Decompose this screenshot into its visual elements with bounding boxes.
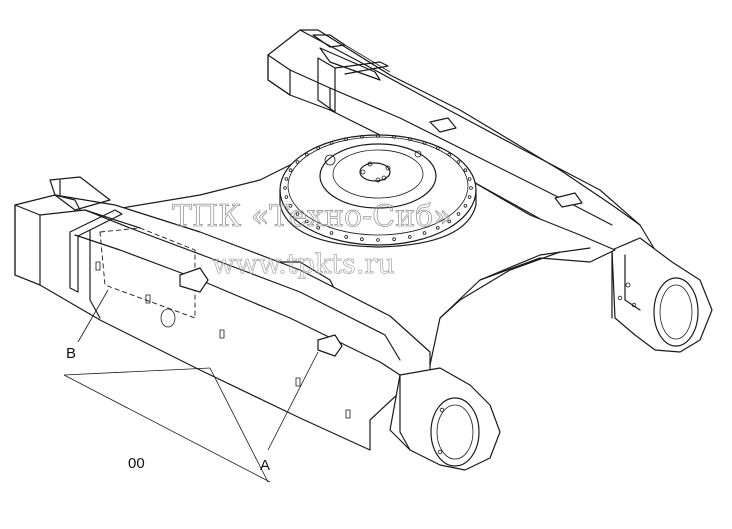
bolt-hole	[447, 219, 452, 224]
watermark-url: www.tpkts.ru	[212, 249, 395, 280]
bolt-hole	[288, 204, 293, 208]
bolt-hole	[284, 177, 289, 181]
bolt-hole	[407, 137, 412, 141]
bolt-hole	[376, 134, 380, 138]
callout-label-a: A	[260, 457, 270, 474]
bolt-hole	[344, 137, 349, 141]
bolt-hole	[447, 152, 452, 157]
bolt-hole	[344, 235, 349, 239]
bolt-hole	[456, 212, 461, 216]
upper-track-frame	[267, 29, 713, 353]
bolt-hole	[376, 238, 380, 242]
bolt-hole	[435, 226, 440, 230]
bolt-hole	[283, 186, 287, 190]
bolt-hole	[295, 212, 300, 216]
bolt-hole	[288, 168, 293, 173]
bolt-hole	[422, 141, 427, 145]
bolt-hole	[467, 177, 472, 181]
bolt-hole	[329, 141, 334, 145]
leader-lines	[63, 289, 319, 483]
bolt-hole	[360, 237, 364, 242]
bolt-hole	[360, 135, 364, 139]
bolt-hole	[304, 152, 309, 157]
bolt-hole	[435, 146, 440, 151]
bolt-hole	[295, 160, 300, 164]
bolt-hole	[304, 219, 309, 224]
bolt-hole	[316, 226, 321, 230]
bolt-hole	[284, 195, 289, 199]
swing-circle	[279, 134, 477, 248]
callout-label-00: 00	[128, 455, 145, 472]
bolt-hole	[463, 168, 468, 173]
bolt-hole	[392, 135, 396, 139]
watermark-company: ТПК «Техно-Сиб»	[172, 199, 452, 234]
bolt-hole	[329, 231, 334, 235]
bolt-hole	[316, 146, 321, 151]
bolt-hole	[422, 231, 427, 235]
lower-track-frame	[14, 176, 501, 471]
bolt-hole	[469, 186, 473, 190]
bolt-hole	[467, 195, 472, 199]
bolt-hole	[392, 237, 396, 242]
bolt-hole	[463, 204, 468, 208]
bolt-hole	[407, 235, 412, 239]
bolt-hole	[456, 160, 461, 164]
callout-label-b: B	[66, 345, 76, 362]
